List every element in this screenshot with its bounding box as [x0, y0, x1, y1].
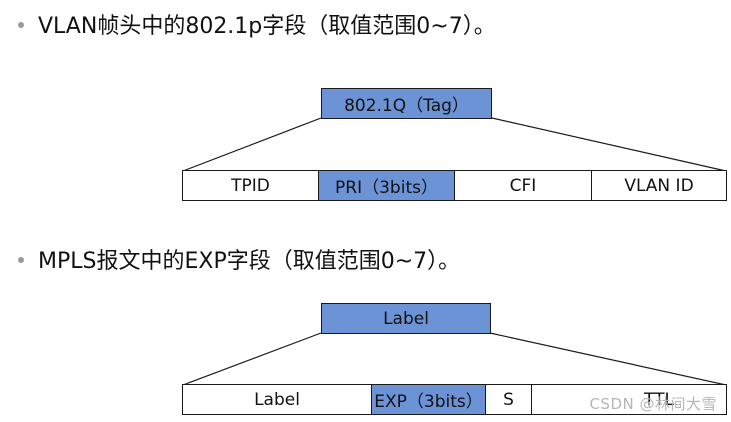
mpls-connector-left	[182, 332, 322, 386]
mpls-fields-row: Label EXP（3bits） S TTL	[182, 384, 727, 415]
mpls-field-ttl-label: TTL	[644, 389, 674, 410]
bullet-mpls: MPLS报文中的EXP字段（取值范围0~7）。	[18, 243, 460, 275]
vlan-field-pri-label: PRI（3bits）	[335, 178, 438, 198]
bullet-vlan: VLAN帧头中的802.1p字段（取值范围0~7）。	[18, 8, 496, 40]
vlan-field-cfi-label: CFI	[509, 175, 537, 196]
vlan-field-cfi: CFI	[455, 171, 592, 200]
vlan-field-pri: PRI（3bits）	[319, 171, 455, 200]
vlan-fields-row: TPID PRI（3bits） CFI VLAN ID	[182, 170, 727, 201]
watermark: CSDN @林间大雪	[589, 395, 717, 413]
vlan-tag-box: 802.1Q（Tag）	[321, 88, 492, 119]
mpls-connector-right	[489, 332, 727, 386]
vlan-connector-right	[491, 117, 727, 172]
vlan-field-vlan-id-label: VLAN ID	[624, 175, 694, 196]
vlan-field-tpid-label: TPID	[231, 175, 270, 196]
vlan-field-vlan-id: VLAN ID	[592, 171, 726, 200]
mpls-field-exp-label: EXP（3bits）	[374, 392, 483, 412]
vlan-tag-label: 802.1Q（Tag）	[344, 96, 469, 116]
mpls-label-title: Label	[383, 308, 429, 329]
mpls-field-s-label: S	[503, 389, 514, 410]
mpls-label-box: Label	[321, 303, 491, 334]
mpls-field-ttl: TTL	[532, 385, 726, 414]
mpls-field-exp: EXP（3bits）	[372, 385, 486, 414]
mpls-field-label-text: Label	[254, 389, 300, 410]
vlan-connector-left	[182, 117, 322, 172]
mpls-field-s: S	[486, 385, 532, 414]
bullet-dot-icon	[18, 22, 24, 28]
bullet-dot-icon	[18, 257, 24, 263]
mpls-field-label: Label	[183, 385, 372, 414]
bullet-vlan-text: VLAN帧头中的802.1p字段（取值范围0~7）。	[38, 14, 496, 39]
vlan-field-tpid: TPID	[183, 171, 319, 200]
bullet-mpls-text: MPLS报文中的EXP字段（取值范围0~7）。	[38, 249, 461, 274]
